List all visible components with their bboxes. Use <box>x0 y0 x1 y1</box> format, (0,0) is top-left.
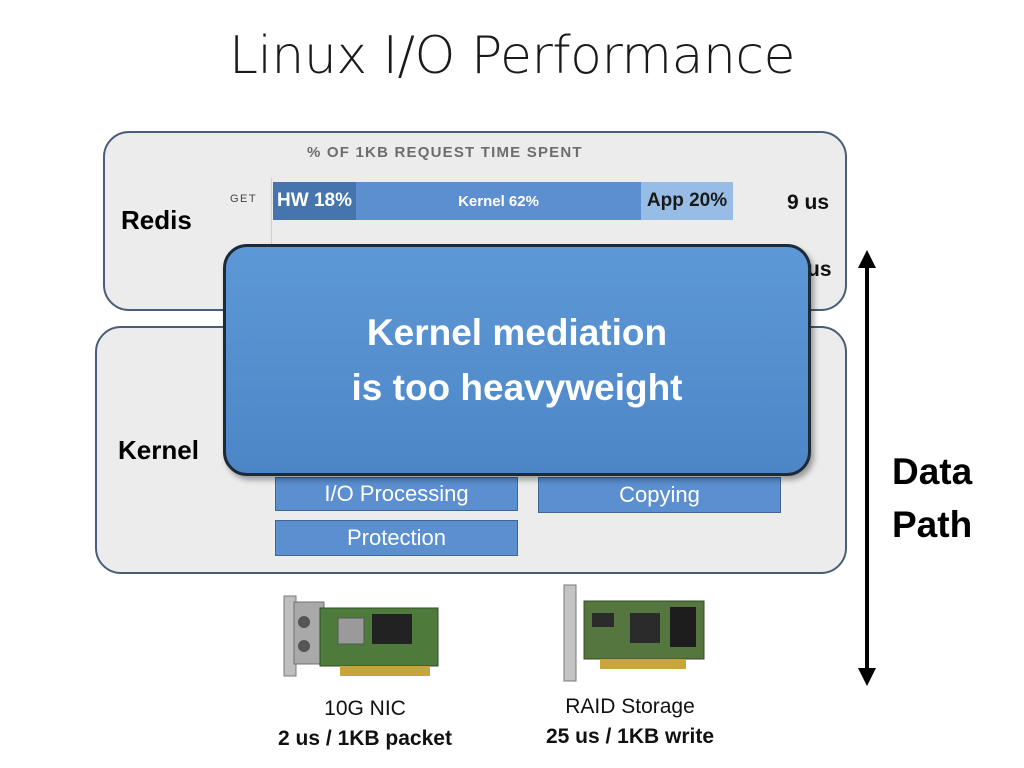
copying-label: Copying <box>619 482 700 507</box>
callout-line-2: is too heavyweight <box>351 367 683 408</box>
data-path-line-2: Path <box>892 504 973 545</box>
data-path-label: Data Path <box>892 445 972 551</box>
chart-axis-line <box>271 178 272 288</box>
io-processing-label: I/O Processing <box>324 481 469 506</box>
raid-name: RAID Storage <box>565 695 695 718</box>
bar-label-kernel: Kernel 62% <box>458 192 539 210</box>
double-arrow-icon <box>858 250 876 686</box>
get-row-label: GET <box>230 193 258 205</box>
raid-card-icon <box>563 584 705 682</box>
callout-line-1: Kernel mediation <box>366 312 668 353</box>
bar-segment-app: App 20% <box>641 182 733 220</box>
latency-second-partial: us <box>807 258 832 281</box>
kernel-label: Kernel <box>118 435 199 465</box>
data-path-line-1: Data <box>892 451 973 492</box>
protection-box: Protection <box>275 520 518 556</box>
raid-caption: RAID Storage 25 us / 1KB write <box>520 692 740 752</box>
latency-get: 9 us <box>787 191 830 214</box>
io-processing-box: I/O Processing <box>275 477 518 511</box>
slide-title: Linux I/O Performance <box>229 26 795 86</box>
bar-segment-hw: HW 18% <box>273 182 356 220</box>
copying-box: Copying <box>538 477 781 513</box>
chart-header: % OF 1KB REQUEST TIME SPENT <box>307 144 583 161</box>
redis-label: Redis <box>121 205 192 235</box>
raid-stat: 25 us / 1KB write <box>545 725 715 748</box>
nic-card-icon <box>283 595 439 677</box>
nic-name: 10G NIC <box>324 697 406 720</box>
nic-stat: 2 us / 1KB packet <box>278 727 452 750</box>
bar-label-hw: HW 18% <box>277 190 352 211</box>
nic-caption: 10G NIC 2 us / 1KB packet <box>255 694 475 754</box>
bar-label-app: App 20% <box>646 190 728 211</box>
kernel-mediation-callout: Kernel mediation is too heavyweight <box>223 244 811 476</box>
bar-segment-kernel: Kernel 62% <box>356 182 641 220</box>
protection-label: Protection <box>346 525 447 550</box>
